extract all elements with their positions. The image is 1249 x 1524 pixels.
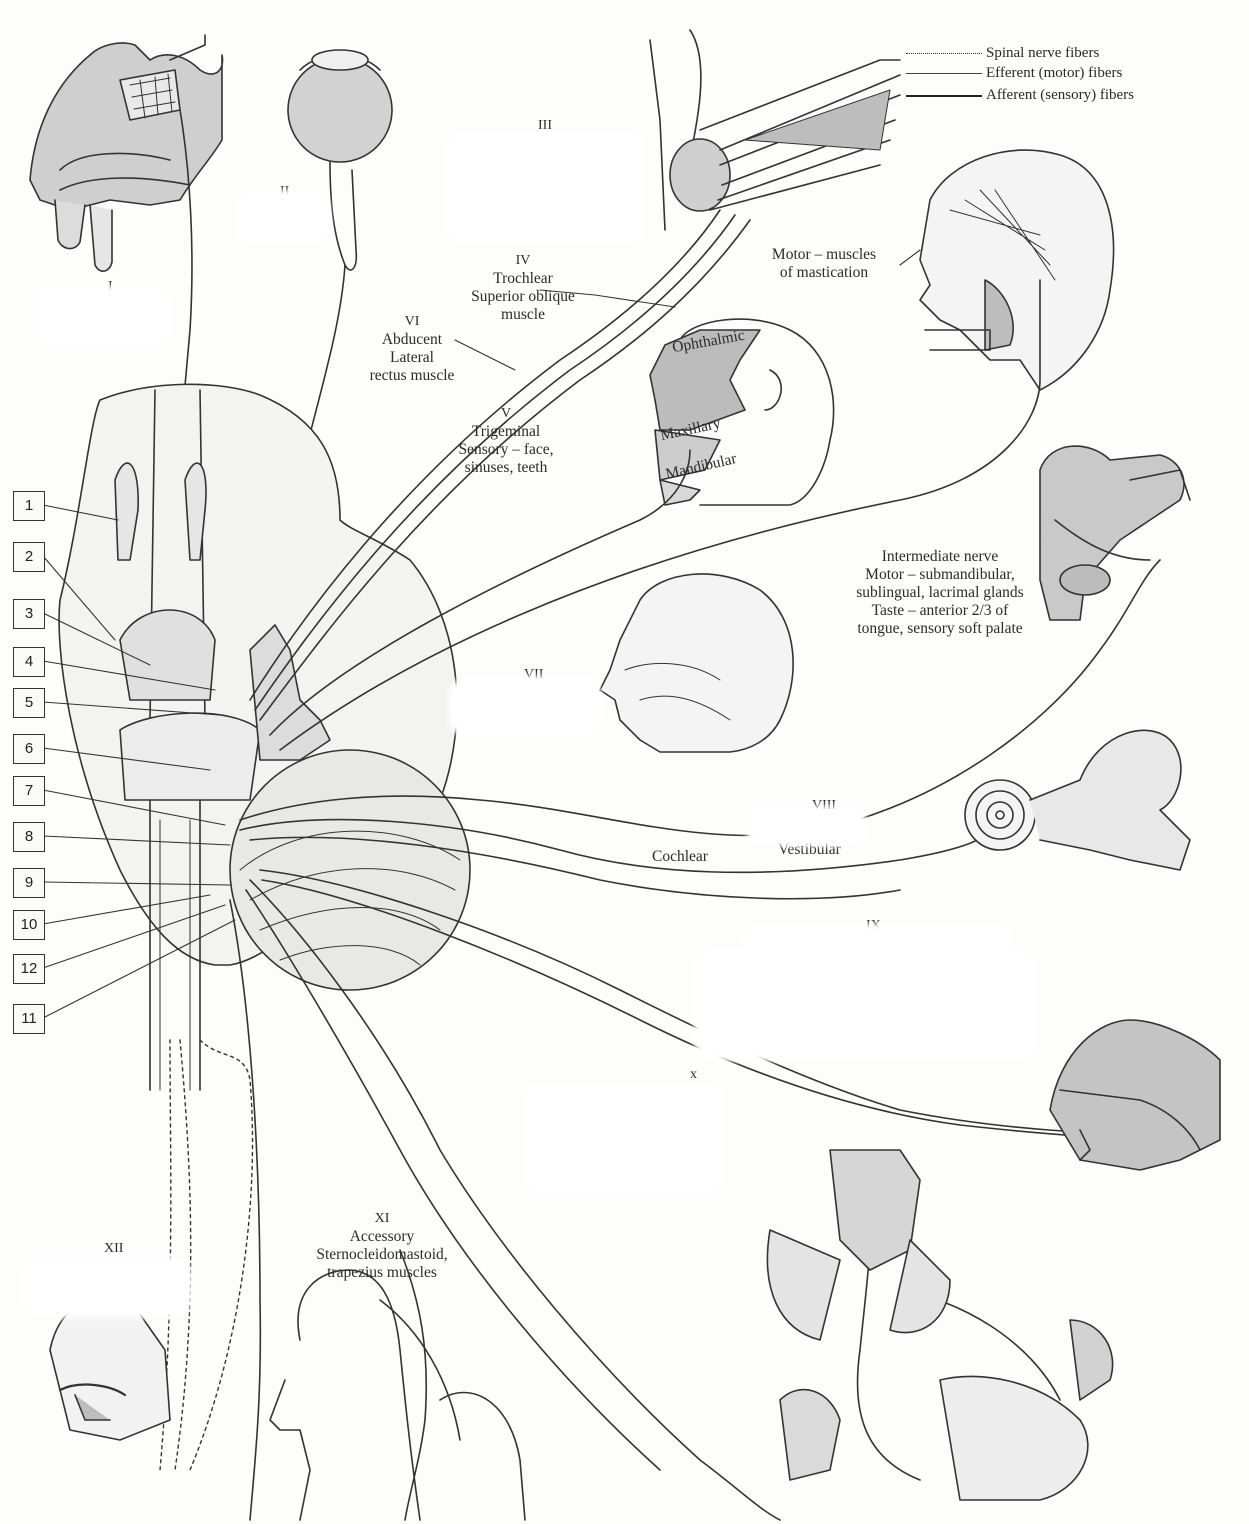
blank-answer-box-XII[interactable] [28, 1262, 186, 1312]
numbered-label-10: 10 [13, 910, 45, 940]
nerve-IV-name: Trochlear [448, 270, 598, 288]
legend-efferent-label: Efferent (motor) fibers [986, 65, 1122, 81]
legend-afferent-label: Afferent (sensory) fibers [986, 87, 1134, 103]
eye-muscles-illustration [650, 30, 900, 230]
intermediate-line4: Taste – anterior 2/3 of [820, 602, 1060, 620]
numbered-label-9: 9 [13, 868, 45, 898]
nerve-IV-desc1: Superior oblique [448, 288, 598, 306]
nerve-VI-name: Abducent [352, 331, 472, 349]
neck-profile-illustration [270, 1270, 525, 1520]
nerve-XI-name: Accessory [292, 1228, 472, 1246]
blank-answer-box-IX-lower[interactable] [700, 955, 1030, 1055]
vestibular-label: Vestibular [778, 841, 841, 859]
nerve-XI-numeral: XI [292, 1210, 472, 1228]
lower-face-tongue-illustration [50, 1297, 170, 1440]
nerve-XI-label: XI Accessory Sternocleidomastoid, trapez… [292, 1210, 472, 1282]
numbered-label-3: 3 [13, 599, 45, 629]
numbered-label-12: 12 [13, 954, 45, 984]
brain-illustration [59, 384, 470, 1090]
nasopharynx-illustration [1040, 446, 1190, 620]
intermediate-nerve-label: Intermediate nerve Motor – submandibular… [820, 548, 1060, 638]
numbered-label-7: 7 [13, 776, 45, 806]
nerve-III-numeral: III [538, 117, 552, 135]
blank-answer-box-VIII[interactable] [750, 812, 862, 840]
blank-answer-box-II[interactable] [242, 196, 324, 240]
legend-efferent: Efferent (motor) fibers [906, 64, 1122, 82]
numbered-label-5: 5 [13, 688, 45, 718]
legend-spinal: Spinal nerve fibers [906, 44, 1099, 62]
numbered-label-4: 4 [13, 647, 45, 677]
legend-spinal-label: Spinal nerve fibers [986, 45, 1099, 61]
motor-mastication-label: Motor – muscles of mastication [744, 246, 904, 282]
nerve-V-desc2: sinuses, teeth [436, 459, 576, 477]
numbered-label-2: 2 [13, 542, 45, 572]
nerve-XI-desc2: trapezius muscles [292, 1264, 472, 1282]
numbered-label-6: 6 [13, 734, 45, 764]
intermediate-line2: Motor – submandibular, [820, 566, 1060, 584]
numbered-label-1: 1 [13, 491, 45, 521]
nerve-V-label: V Trigeminal Sensory – face, sinuses, te… [436, 405, 576, 477]
inner-ear-illustration [965, 730, 1190, 870]
motor-mastication-line1: Motor – muscles [744, 246, 904, 264]
legend-dotted-swatch [906, 53, 982, 54]
intermediate-line5: tongue, sensory soft palate [820, 620, 1060, 638]
skull-mastication-illustration [920, 150, 1113, 390]
thoracic-organs-illustration [767, 1150, 1112, 1500]
cochlear-label: Cochlear [652, 848, 708, 866]
nerve-VI-desc1: Lateral [352, 349, 472, 367]
oral-pharynx-illustration [1050, 1020, 1220, 1170]
nerve-V-name: Trigeminal [436, 423, 576, 441]
nerve-V-desc1: Sensory – face, [436, 441, 576, 459]
blank-answer-box-X[interactable] [528, 1088, 718, 1188]
nerve-VI-label: VI Abducent Lateral rectus muscle [352, 313, 472, 385]
nerve-VI-desc2: rectus muscle [352, 367, 472, 385]
intermediate-line1: Intermediate nerve [820, 548, 1060, 566]
motor-mastication-line2: of mastication [744, 264, 904, 282]
legend-afferent: Afferent (sensory) fibers [906, 86, 1134, 104]
nerve-XI-desc1: Sternocleidomastoid, [292, 1246, 472, 1264]
intermediate-line3: sublingual, lacrimal glands [820, 584, 1060, 602]
blank-answer-box-III[interactable] [450, 138, 640, 238]
nerve-IV-numeral: IV [448, 252, 598, 270]
legend-thick-swatch [906, 95, 982, 97]
nerve-X-numeral: x [690, 1066, 697, 1084]
blank-answer-box-VII[interactable] [455, 682, 595, 732]
spinal-fibers-dotted [160, 1040, 253, 1470]
blank-answer-box-I[interactable] [38, 292, 164, 340]
numbered-label-8: 8 [13, 822, 45, 852]
head-facial-nerve-illustration [600, 574, 793, 752]
nerve-VI-numeral: VI [352, 313, 472, 331]
nerve-V-numeral: V [436, 405, 576, 423]
legend-thin-swatch [906, 73, 982, 74]
nerve-XII-numeral: XII [104, 1240, 123, 1258]
numbered-label-11: 11 [13, 1004, 45, 1034]
